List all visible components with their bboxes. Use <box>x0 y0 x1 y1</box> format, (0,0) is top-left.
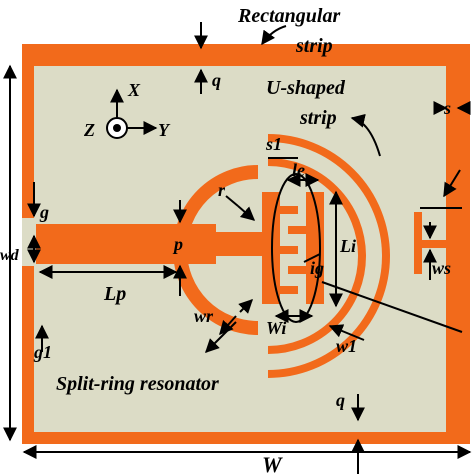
label-axis-y: Y <box>158 120 171 140</box>
label-ig: ig <box>310 258 324 278</box>
label-w1: w1 <box>336 336 357 356</box>
feed-line-narrow <box>210 232 270 256</box>
label-le: le <box>292 160 305 180</box>
label-axis-x: X <box>127 80 141 100</box>
label-p: p <box>172 234 183 254</box>
u-shaped-strip-outer <box>267 134 390 378</box>
label-w: W <box>262 452 283 474</box>
label-wd: wd <box>0 247 20 264</box>
u-shaped-strip-inner <box>267 158 366 354</box>
label-r: r <box>218 180 226 200</box>
label-s1: s1 <box>265 134 282 154</box>
label-u-strip: strip <box>299 107 337 129</box>
label-rectangular: Rectangular <box>237 5 340 27</box>
label-ws: ws <box>432 258 451 278</box>
label-s: s <box>443 98 451 118</box>
label-q-top: q <box>212 70 221 90</box>
feed-line <box>36 224 216 264</box>
label-axis-z: Z <box>83 120 95 140</box>
coordinate-axes <box>106 88 158 139</box>
label-u-shaped: U-shaped <box>266 77 346 99</box>
label-wr: wr <box>194 306 214 326</box>
measurement-arrows <box>27 22 471 474</box>
label-g: g <box>39 202 49 222</box>
label-wi: Wi <box>266 318 286 338</box>
label-q-bottom: q <box>336 390 345 410</box>
label-strip: strip <box>295 35 333 57</box>
label-split-ring: Split-ring resonator <box>56 373 219 395</box>
label-lp: Lp <box>103 283 126 305</box>
label-li: Li <box>339 236 356 256</box>
right-stub-horizontal <box>414 240 446 248</box>
label-g1: g1 <box>33 342 52 362</box>
